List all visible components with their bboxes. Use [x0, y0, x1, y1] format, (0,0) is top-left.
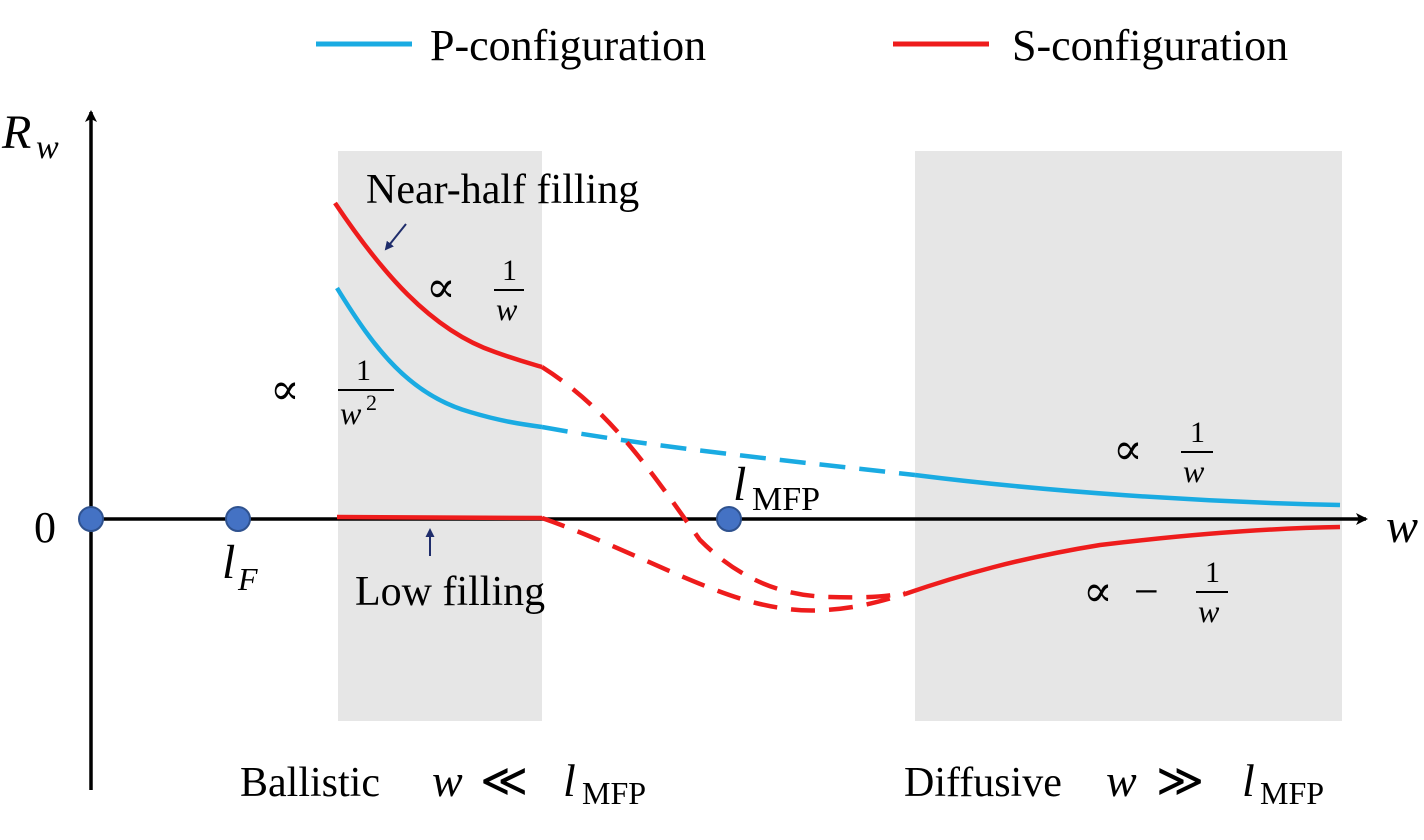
prop-symbol: ∝: [1083, 567, 1113, 616]
minus-symbol: −: [1134, 567, 1159, 616]
fraction-denominator: w: [1198, 593, 1220, 629]
legend-s-label: S-configuration: [1012, 21, 1288, 70]
diffusive-relation: ≫: [1156, 755, 1204, 806]
ballistic-relation: ≪: [480, 755, 528, 806]
legend-p-label: P-configuration: [430, 21, 706, 70]
origin-label: 0: [34, 503, 56, 552]
fraction-numerator: 1: [1205, 556, 1220, 589]
diffusive-sub: MFP: [1260, 775, 1324, 811]
fraction-denominator: w: [1183, 453, 1205, 489]
ballistic-w: w: [432, 755, 463, 806]
fraction-denominator: w: [496, 291, 518, 327]
fraction-numerator: 1: [1190, 416, 1205, 449]
s-curve-near-half-intermediate: [540, 365, 906, 600]
origin-marker: [78, 506, 104, 532]
lmfp-marker: [716, 506, 742, 532]
lf-label-main: l: [222, 536, 235, 589]
fraction-exponent: 2: [366, 390, 377, 415]
s-diffusive-scaling: ∝ − 1 w: [1083, 556, 1228, 629]
low-filling-label: Low filling: [355, 569, 545, 615]
legend: P-configuration S-configuration: [316, 21, 1288, 70]
lf-marker: [225, 506, 251, 532]
prop-symbol: ∝: [270, 365, 300, 414]
y-axis-label-sub: w: [36, 129, 59, 166]
diffusive-caption: Diffusive w ≫ l MFP: [904, 755, 1324, 811]
diffusive-region-shade: [915, 151, 1342, 721]
prop-symbol: ∝: [1113, 425, 1143, 474]
lmfp-label-main: l: [733, 458, 746, 511]
ballistic-word: Ballistic: [240, 760, 380, 806]
ballistic-sub: MFP: [582, 775, 646, 811]
diffusive-l: l: [1242, 755, 1255, 806]
ballistic-caption: Ballistic w ≪ l MFP: [240, 755, 646, 811]
prop-symbol: ∝: [426, 263, 456, 312]
diffusive-w: w: [1106, 755, 1137, 806]
p-ballistic-scaling: ∝ 1 w 2: [270, 354, 394, 431]
p-curve-intermediate: [541, 424, 916, 478]
y-axis-label: R w: [1, 106, 59, 166]
lf-label-sub: F: [237, 561, 258, 597]
ballistic-l: l: [563, 755, 576, 806]
lf-label: l F: [222, 536, 258, 597]
fraction-numerator: 1: [502, 254, 517, 287]
ballistic-region-shade: [338, 151, 542, 721]
y-axis-label-main: R: [1, 106, 31, 159]
s-curve-low-intermediate: [541, 515, 906, 613]
s-curve-low-ballistic: [336, 514, 543, 521]
p-curve-ballistic: [335, 286, 543, 430]
diffusive-word: Diffusive: [904, 760, 1062, 806]
p-diffusive-scaling: ∝ 1 w: [1113, 416, 1213, 489]
near-half-filling-label: Near-half filling: [366, 167, 639, 213]
fraction-denominator: w: [340, 395, 362, 431]
lmfp-label: l MFP: [733, 458, 820, 518]
fraction-numerator: 1: [356, 354, 371, 387]
s-curve-diffusive: [904, 524, 1341, 597]
near-half-arrow: [384, 223, 407, 251]
p-curve-diffusive: [914, 472, 1341, 508]
lmfp-label-sub: MFP: [752, 481, 820, 518]
x-axis-label: w: [1386, 500, 1418, 553]
s-ballistic-scaling: ∝ 1 w: [426, 254, 524, 327]
s-curve-near-half-ballistic: [333, 201, 543, 370]
